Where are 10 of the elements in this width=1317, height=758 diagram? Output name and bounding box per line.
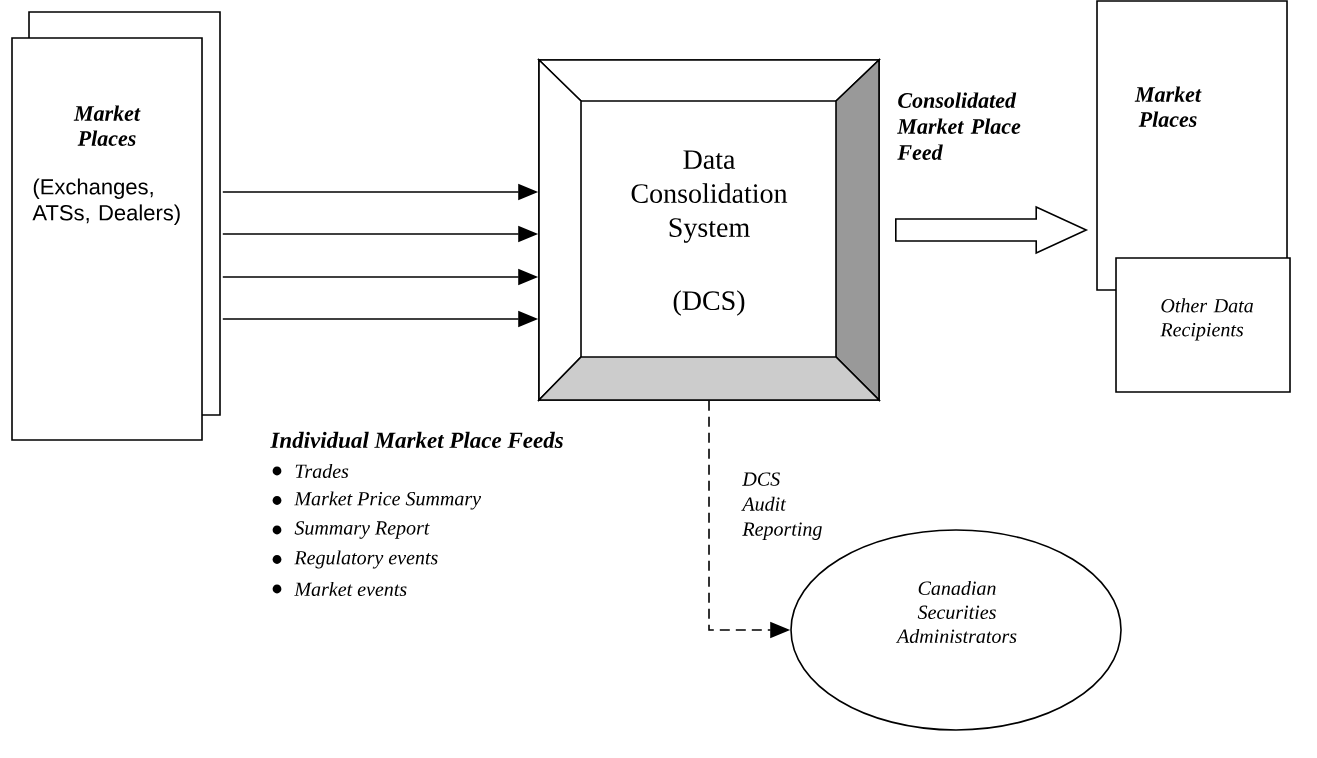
edge-label: Consolidated Market Place Feed: [895, 90, 1044, 162]
list-item: Summary Report: [294, 521, 430, 539]
list-item: Market events: [294, 581, 407, 597]
recipients-box: Other Data Recipients: [1115, 257, 1291, 393]
block-arrow: [895, 205, 1089, 255]
list-heading: Individual Market Place Feeds: [270, 431, 563, 449]
list-item: Trades: [295, 463, 349, 479]
list-item: Regulatory events: [294, 550, 438, 569]
market-places-box: Market Places (Exchanges, ATSs, Dealers): [11, 37, 203, 441]
list-item: Market Price Summary: [294, 491, 481, 510]
